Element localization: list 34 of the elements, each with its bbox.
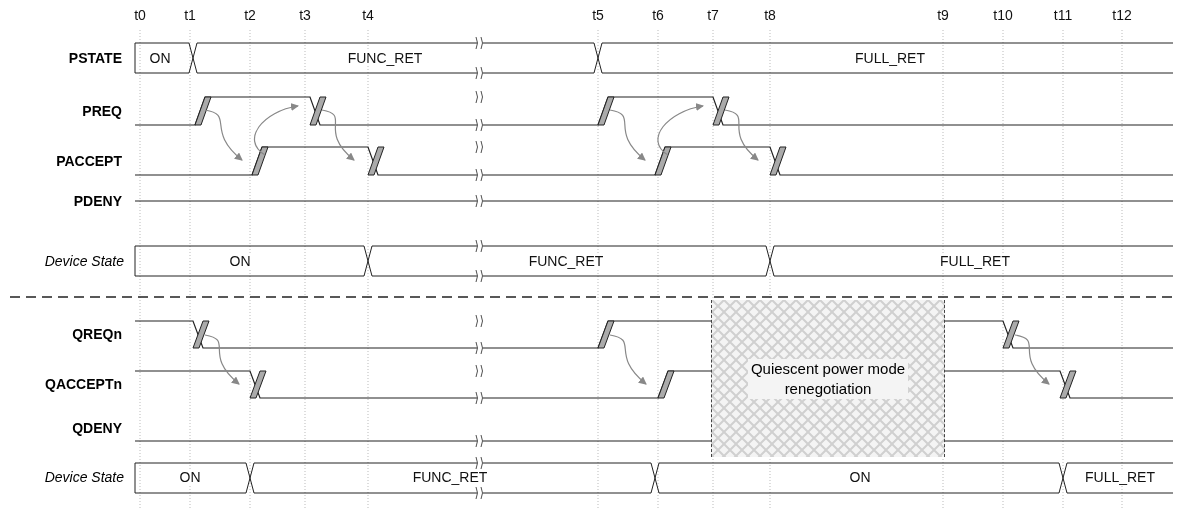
signal-name: PSTATE (68, 50, 122, 66)
signal-name: QACCEPTn (45, 376, 122, 392)
tick-label: t9 (936, 7, 950, 23)
bus-value: ON (227, 253, 253, 269)
bus-value: FUNC_RET (345, 50, 425, 66)
tick-label: t2 (243, 7, 257, 23)
signal-name: PREQ (82, 103, 122, 119)
tick-label: t10 (992, 7, 1014, 23)
signal-name: QREQn (72, 326, 122, 342)
tick-label: t5 (591, 7, 605, 23)
tick-label: t0 (133, 7, 147, 23)
hatched-region (711, 300, 945, 457)
tick-label: t11 (1052, 7, 1074, 23)
bus-value: ON (177, 469, 203, 485)
signal-name: PACCEPT (56, 153, 122, 169)
bus-value: ON (847, 469, 873, 485)
bus-value: FULL_RET (1083, 469, 1157, 485)
signal-name: Device State (44, 253, 124, 269)
bus-value: ON (147, 50, 173, 66)
tick-label: t12 (1111, 7, 1133, 23)
signal-name: Device State (44, 469, 124, 485)
bus-value: FUNC_RET (410, 469, 490, 485)
tick-label: t4 (361, 7, 375, 23)
tick-label: t7 (706, 7, 720, 23)
tick-label: t6 (651, 7, 665, 23)
bus-value: FULL_RET (938, 253, 1012, 269)
tick-label: t8 (763, 7, 777, 23)
tick-label: t1 (183, 7, 197, 23)
signal-name: QDENY (72, 420, 122, 436)
signal-name: PDENY (73, 193, 122, 209)
bus-value: FULL_RET (853, 50, 927, 66)
region-text: Quiescent power mode renegotiation (748, 358, 908, 399)
bus-value: FUNC_RET (526, 253, 606, 269)
tick-label: t3 (298, 7, 312, 23)
